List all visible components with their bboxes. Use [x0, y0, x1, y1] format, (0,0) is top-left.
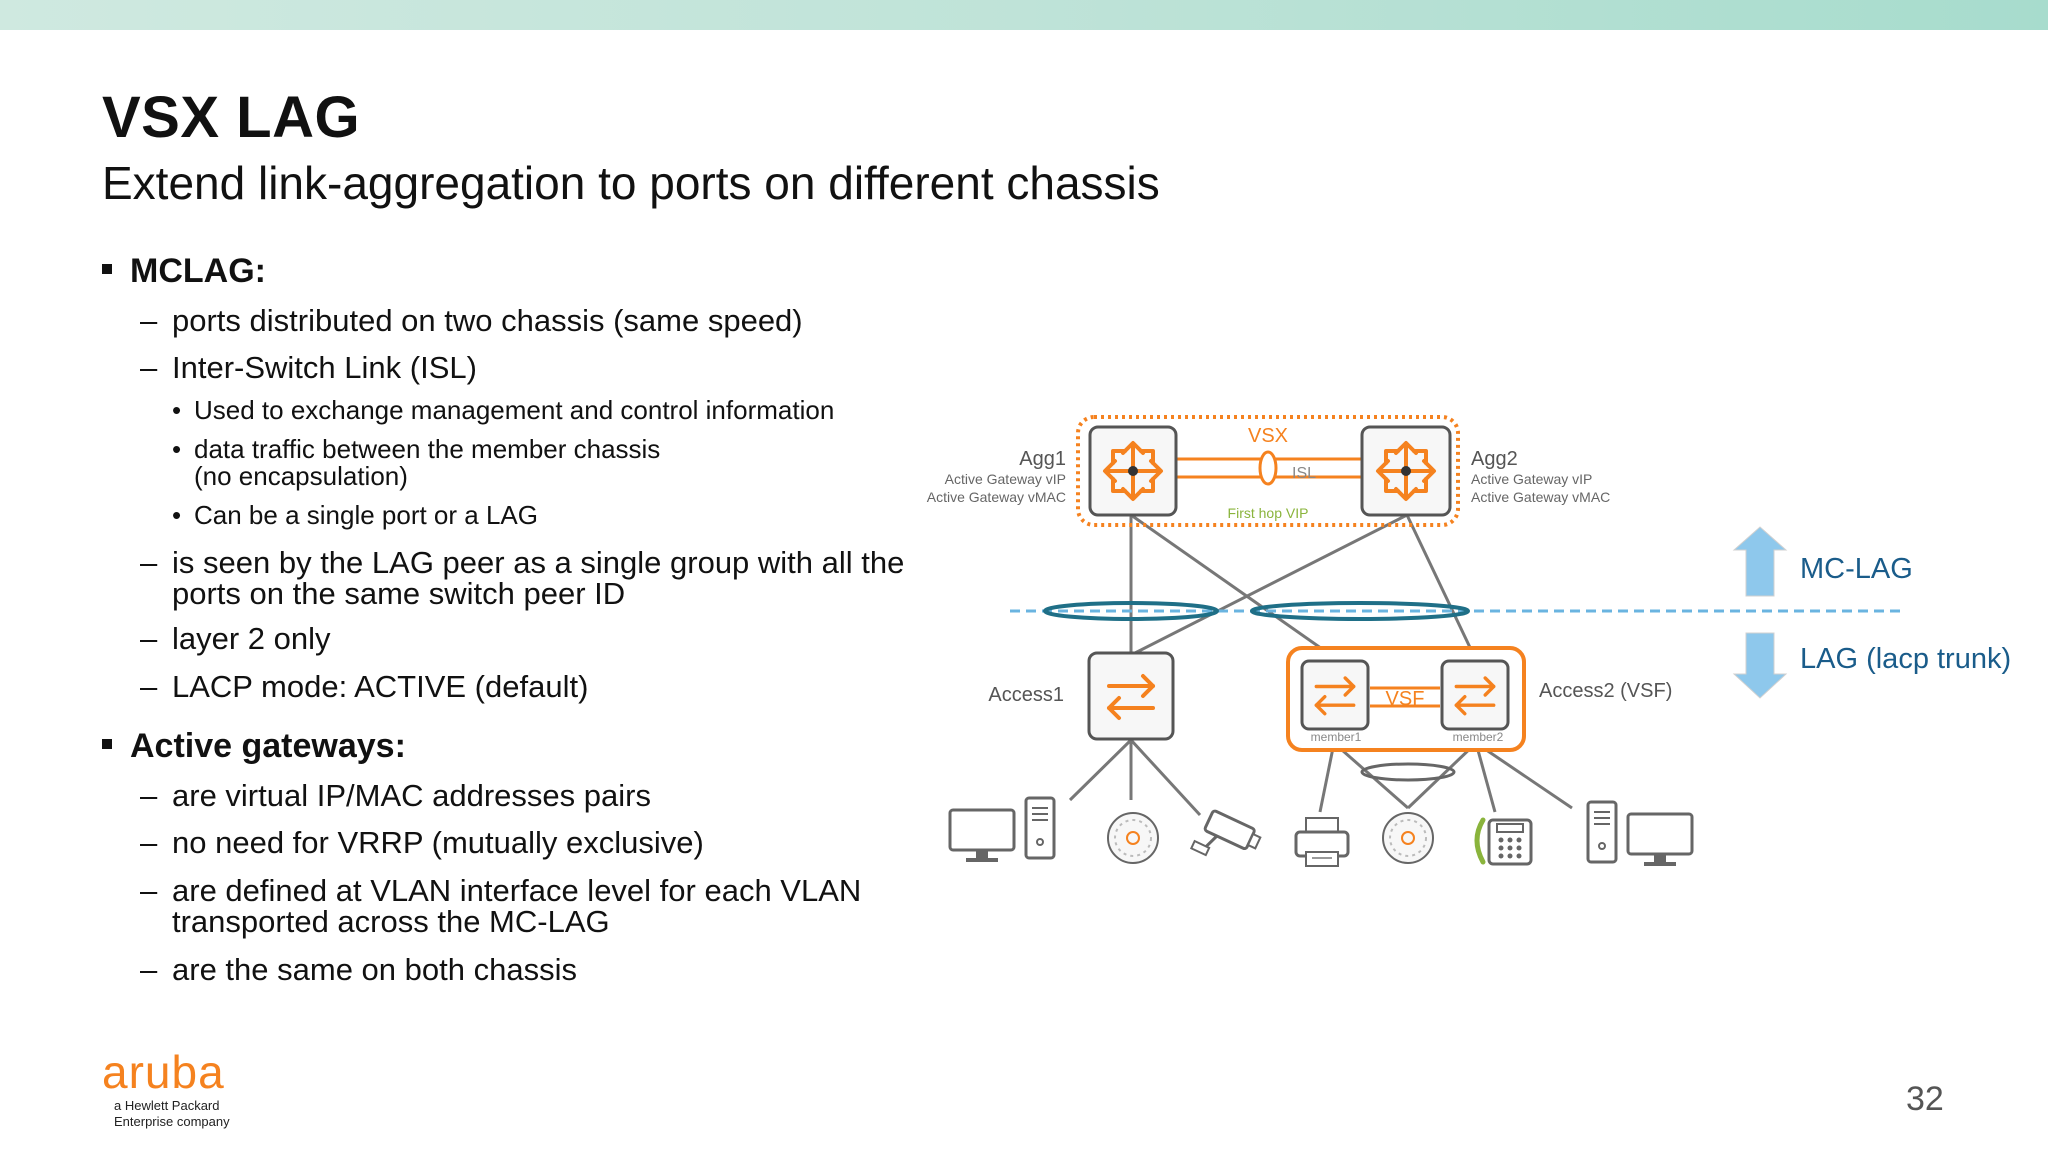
ip-phone-icon [1474, 817, 1533, 866]
link-lines [1068, 513, 1573, 817]
slide-subtitle: Extend link-aggregation to ports on diff… [102, 157, 1160, 209]
vsf-lag-ring [1360, 762, 1456, 782]
link-agg2-member2 [1405, 514, 1477, 659]
vsx-label: VSX [1248, 425, 1288, 447]
isl-lag-ring [1258, 450, 1278, 486]
access1-label: Access1 [988, 684, 1064, 706]
agg1-name: Agg1 [1019, 448, 1066, 470]
member1-label: member1 [1311, 730, 1362, 744]
agg2-vmac: Active Gateway vMAC [1471, 489, 1610, 505]
aruba-logo: aruba a Hewlett Packard Enterprise compa… [102, 1048, 272, 1130]
link-agg2-access1 [1130, 513, 1408, 657]
vsf-member2-switch [1440, 659, 1510, 731]
first-hop-vip-label: First hop VIP [1228, 505, 1309, 521]
member2-label: member2 [1453, 730, 1504, 744]
agg2-vip: Active Gateway vIP [1471, 471, 1592, 487]
lag-ring-access2 [1250, 601, 1470, 621]
logo-tagline-line2: Enterprise company [114, 1114, 230, 1129]
printer-icon [1294, 817, 1350, 867]
agg1-switch [1088, 425, 1178, 517]
down-arrow-icon [1732, 632, 1788, 699]
access-point-icon [1107, 812, 1159, 864]
vsf-label: VSF [1386, 688, 1425, 710]
logo-tagline: a Hewlett Packard Enterprise company [114, 1098, 230, 1130]
mclag-label: MC-LAG [1800, 553, 1913, 585]
logo-tagline-line1: a Hewlett Packard [114, 1098, 220, 1113]
access-point-icon [1382, 812, 1434, 864]
agg1-vip: Active Gateway vIP [945, 471, 1066, 487]
server-tower-icon [1024, 796, 1056, 860]
vsx-enclosure [1076, 415, 1460, 527]
isl-label: ISL [1292, 465, 1316, 482]
agg2-name: Agg2 [1471, 448, 1518, 470]
logo-wordmark: aruba [102, 1046, 225, 1098]
security-camera-icon [1189, 809, 1262, 857]
up-arrow-icon [1732, 526, 1788, 597]
switch-router-icon [1376, 441, 1436, 501]
desktop-monitor-icon [1626, 812, 1694, 868]
switch-router-icon [1103, 441, 1163, 501]
agg2-switch [1360, 425, 1452, 517]
agg1-vmac: Active Gateway vMAC [927, 489, 1066, 505]
access1-switch [1087, 651, 1175, 741]
access2-label: Access2 (VSF) [1539, 680, 1672, 702]
slide-title: VSX LAG [102, 85, 361, 150]
vsf-member1-switch [1300, 659, 1370, 731]
bullet-heading-mclag: MCLAG: [102, 252, 266, 291]
lag-label: LAG (lacp trunk) [1800, 643, 2011, 675]
desktop-monitor-icon [948, 808, 1016, 864]
link-agg1-member1 [1130, 513, 1336, 660]
top-accent-bar [0, 0, 2048, 30]
bullet-list: MCLAG: –ports distributed on two chassis… [0, 0, 904, 1050]
bullet-heading-gateways: Active gateways: [102, 727, 406, 766]
page-number: 32 [1906, 1080, 1944, 1118]
lag-ring-access1 [1043, 601, 1219, 621]
server-tower-icon [1586, 800, 1618, 864]
